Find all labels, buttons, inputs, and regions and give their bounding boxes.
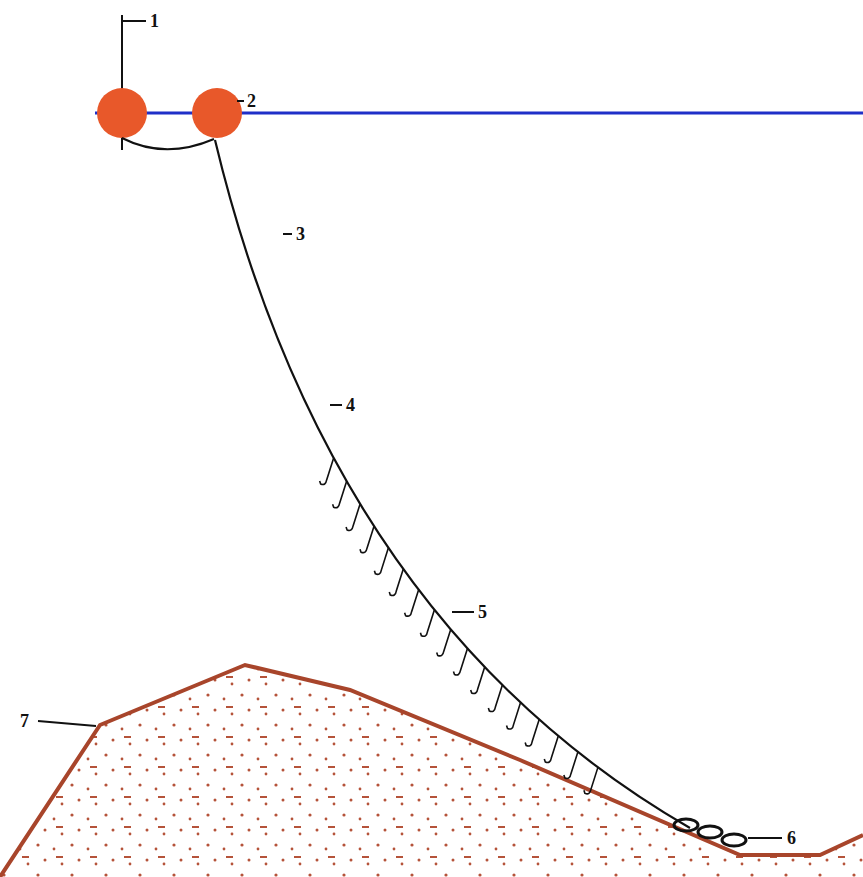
main-line — [215, 140, 690, 828]
leader-line — [748, 837, 782, 839]
leader-line — [330, 404, 342, 406]
hook — [471, 667, 485, 694]
hook — [437, 629, 451, 656]
hook — [507, 703, 521, 730]
leader-line — [237, 100, 244, 102]
hook — [584, 767, 598, 794]
hook — [544, 736, 558, 763]
callout-number: 7 — [20, 712, 29, 730]
leader-line — [283, 233, 292, 235]
seabed — [0, 665, 863, 877]
callout-number: 3 — [296, 225, 305, 243]
hook — [525, 720, 539, 747]
callout-number: 2 — [247, 92, 256, 110]
hook — [374, 548, 388, 575]
hook — [488, 685, 502, 712]
buoy — [97, 88, 147, 138]
hook — [346, 504, 360, 530]
hook — [333, 481, 347, 508]
hooks — [320, 458, 598, 794]
callout-number: 6 — [787, 829, 796, 847]
hook — [389, 569, 403, 596]
callout-number: 5 — [478, 603, 487, 621]
callout-number: 4 — [346, 396, 355, 414]
seabed-line — [0, 665, 863, 877]
buoy-rope — [122, 138, 214, 149]
leader-line — [38, 721, 96, 726]
hook — [564, 752, 578, 779]
buoy — [192, 88, 242, 138]
callout-number: 1 — [150, 12, 159, 30]
leader-line — [452, 611, 474, 613]
leader-line — [122, 20, 146, 22]
hook — [405, 590, 419, 617]
hook — [360, 526, 374, 553]
hook — [453, 648, 467, 675]
anchor-chain — [674, 819, 746, 846]
hook — [320, 458, 334, 485]
hook — [420, 610, 434, 637]
